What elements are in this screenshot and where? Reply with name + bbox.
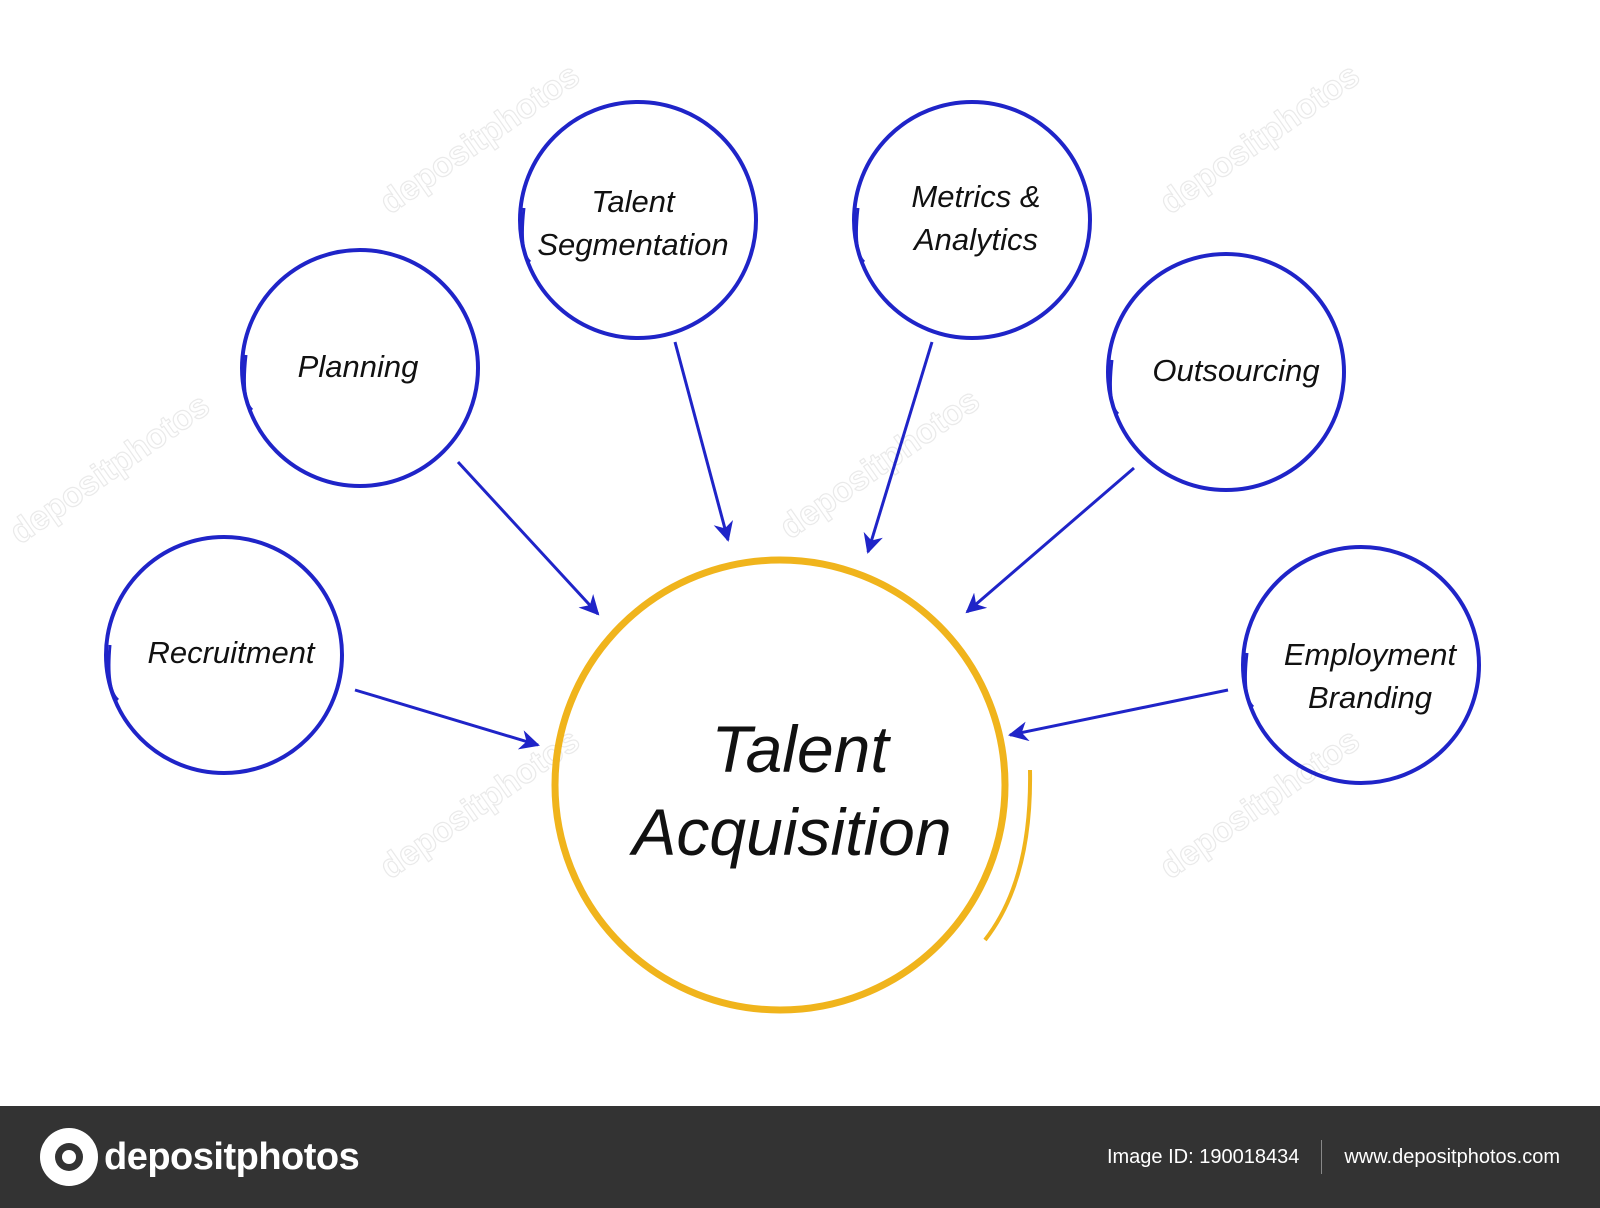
node-ring [1106, 252, 1346, 492]
node-label-line1: Planning [298, 349, 419, 384]
arrow-outsourcing [965, 466, 1135, 614]
center-label-line1: Talent [711, 712, 891, 786]
node-label-line2: Segmentation [537, 227, 728, 262]
footer-divider [1321, 1140, 1323, 1174]
depositphotos-logo[interactable]: depositphotos [40, 1128, 360, 1186]
image-id: Image ID: 190018434 [1106, 1145, 1300, 1168]
center-node: Talent Acquisition [551, 556, 1033, 1014]
camera-lens-icon [40, 1128, 98, 1186]
node-label-line1: Recruitment [147, 635, 315, 670]
node-outsourcing: Outsourcing [1106, 252, 1346, 492]
arrow-employment-branding [1008, 688, 1229, 742]
node-label-line1: Outsourcing [1152, 353, 1319, 388]
watermark-text: depositphotos [773, 381, 987, 546]
node-ring [104, 535, 344, 775]
center-ring [551, 556, 1009, 1014]
arrow-planning [456, 460, 600, 616]
node-ring [852, 100, 1092, 340]
node-ring-tail [243, 354, 254, 412]
node-planning: Planning [240, 248, 480, 488]
node-label-line2: Analytics [912, 222, 1038, 257]
center-label-line2: Acquisition [628, 795, 951, 869]
arrow-metrics-analytics [863, 341, 934, 554]
node-ring-tail [107, 644, 120, 702]
talent-acquisition-diagram: depositphotos depositphotos depositphoto… [2, 55, 1481, 1014]
footer-info: Image ID: 190018434 www.depositphotos.co… [1107, 1140, 1560, 1174]
node-ring-tail [521, 207, 532, 264]
node-label-line2: Branding [1308, 680, 1432, 715]
node-metrics-analytics: Metrics & Analytics [852, 100, 1092, 340]
node-ring [1241, 545, 1481, 785]
watermark-text: depositphotos [1153, 56, 1367, 221]
node-recruitment: Recruitment [104, 535, 344, 775]
node-ring-tail [855, 207, 866, 264]
node-ring [518, 100, 758, 340]
node-ring [240, 248, 480, 488]
watermark-text: depositphotos [3, 386, 217, 551]
node-label-line1: Talent [591, 184, 676, 219]
arrows [354, 341, 1229, 750]
node-label-line1: Metrics & [911, 179, 1040, 214]
logo-text: depositphotos [104, 1135, 360, 1178]
arrow-talent-segmentation [673, 341, 734, 542]
center-ring-overlap [983, 769, 1033, 942]
node-label-line1: Employment [1284, 637, 1458, 672]
node-talent-segmentation: Talent Segmentation [518, 100, 758, 340]
site-link[interactable]: www.depositphotos.com [1344, 1145, 1560, 1168]
node-ring-tail [1244, 652, 1255, 709]
watermark-text: depositphotos [1153, 721, 1367, 886]
arrow-recruitment [354, 688, 540, 750]
node-ring-tail [1109, 359, 1120, 416]
node-employment-branding: Employment Branding [1241, 545, 1481, 785]
footer-bar: depositphotos Image ID: 190018434 www.de… [0, 1106, 1600, 1208]
